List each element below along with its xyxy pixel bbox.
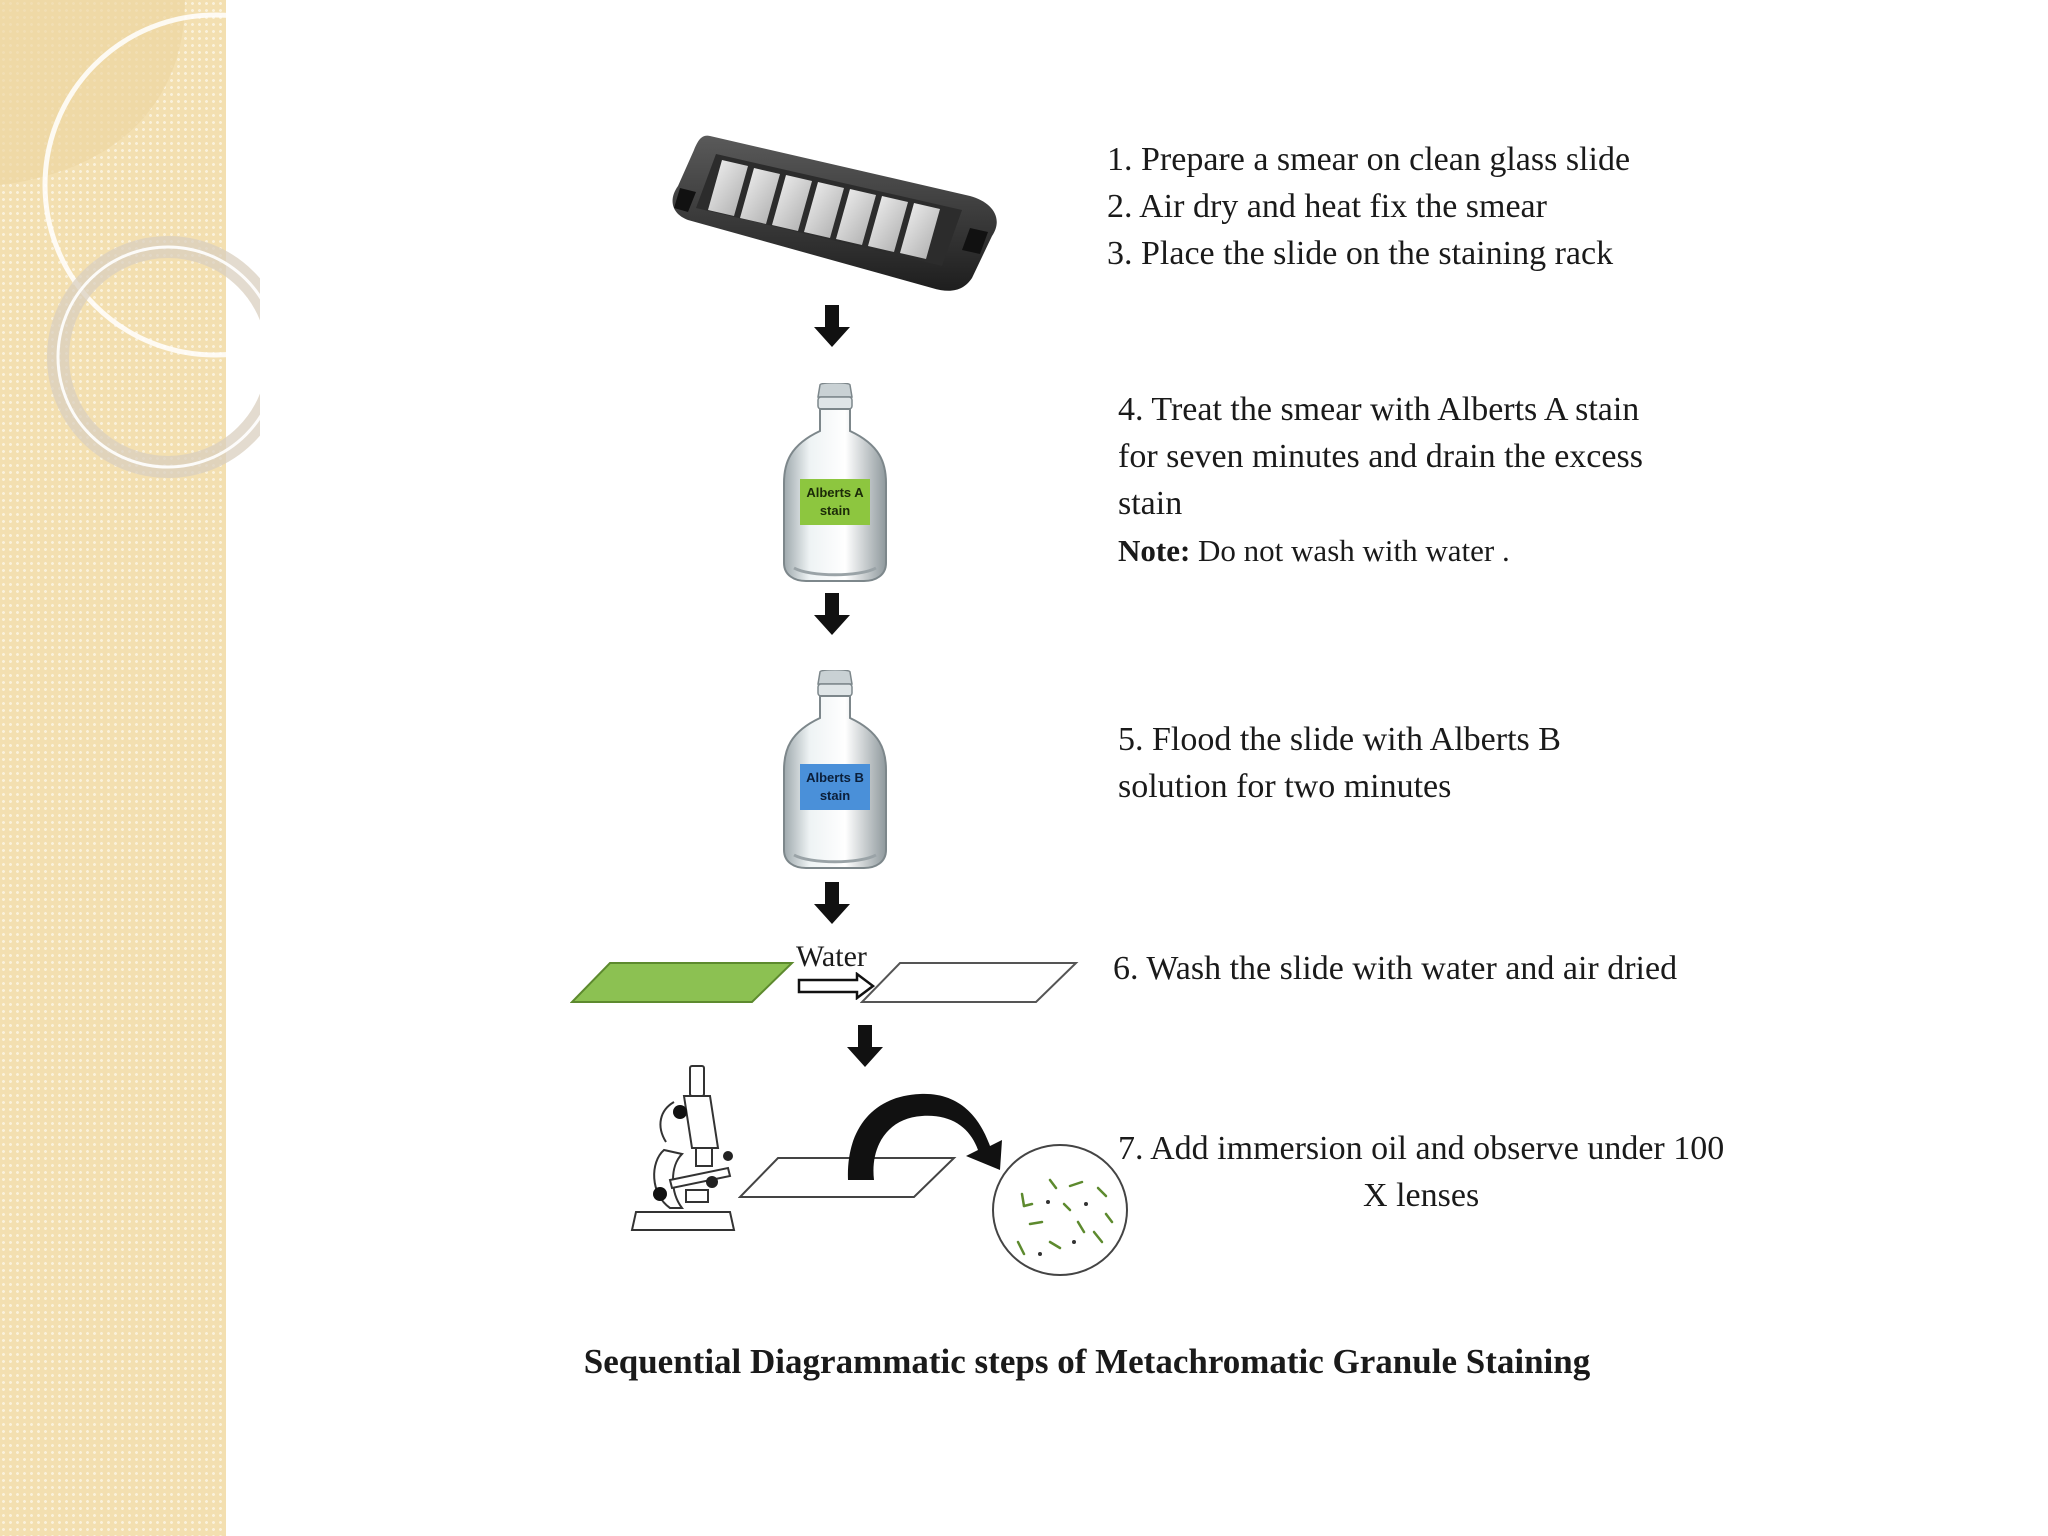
step-5-line-2: solution for two minutes <box>1118 768 1452 805</box>
staining-rack-icon <box>672 135 997 291</box>
step-4-line-1: 4. Treat the smear with Alberts A stain <box>1118 391 1640 428</box>
bottle-b-label-line1: Alberts B <box>806 770 864 785</box>
down-arrow-icon <box>847 1025 883 1067</box>
down-arrow-icon <box>814 305 850 347</box>
step-4-line-3: stain <box>1118 485 1183 522</box>
step-2-text: 2. Air dry and heat fix the smear <box>1107 188 1547 225</box>
curved-arrow-icon <box>847 1093 1002 1180</box>
slide-icon <box>738 1157 957 1198</box>
step-6: 6. Wash the slide with water and air dri… <box>1113 945 1677 992</box>
step-1-text: 1. Prepare a smear on clean glass slide <box>1107 141 1631 178</box>
step-5: 5. Flood the slide with Alberts B soluti… <box>1118 716 1561 810</box>
down-arrow-icon <box>814 882 850 924</box>
step-4-line-2: for seven minutes and drain the excess <box>1118 438 1643 475</box>
step-7-line-1: 7. Add immersion oil and observe under 1… <box>1118 1130 1725 1167</box>
step-4-note: Note: Do not wash with water . <box>1118 527 1643 574</box>
figure-caption: Sequential Diagrammatic steps of Metachr… <box>0 1342 2048 1382</box>
caption-text: Sequential Diagrammatic steps of Metachr… <box>583 1342 1591 1381</box>
note-text: Do not wash with water . <box>1190 533 1510 568</box>
bottle-alberts-a: Alberts A stain <box>780 383 890 583</box>
step-5-line-1: 5. Flood the slide with Alberts B <box>1118 721 1561 758</box>
step-6-text: 6. Wash the slide with water and air dri… <box>1113 950 1678 987</box>
steps-1-3: 1. Prepare a smear on clean glass slide … <box>1107 136 1630 277</box>
step-7: 7. Add immersion oil and observe under 1… <box>1118 1125 1724 1219</box>
bottle-a-label: Alberts A stain <box>800 479 870 525</box>
step-4: 4. Treat the smear with Alberts A stain … <box>1118 386 1643 574</box>
down-arrow-icon <box>814 593 850 635</box>
bottle-a-label-line1: Alberts A <box>806 485 864 500</box>
green-slide-icon <box>570 962 795 1003</box>
step-7-line-2: X lenses <box>1363 1177 1480 1214</box>
water-arrow-icon <box>797 972 875 1000</box>
granule-marks <box>1016 1178 1114 1256</box>
granule-dots <box>1038 1200 1088 1256</box>
water-label: Water <box>796 940 867 973</box>
bottle-b-label-line2: stain <box>819 788 851 803</box>
bottle-alberts-b: Alberts B stain <box>780 670 890 870</box>
microscope-field-icon <box>992 1144 1128 1276</box>
step-3-text: 3. Place the slide on the staining rack <box>1107 235 1614 272</box>
note-label: Note: <box>1118 533 1191 568</box>
side-decoration-rings <box>0 0 260 478</box>
bottle-a-label-line2: stain <box>819 503 851 518</box>
slide-icon <box>860 962 1079 1003</box>
bottle-b-label: Alberts B stain <box>800 764 870 810</box>
microscope-icon <box>630 1065 736 1231</box>
rack-slots <box>708 160 940 259</box>
